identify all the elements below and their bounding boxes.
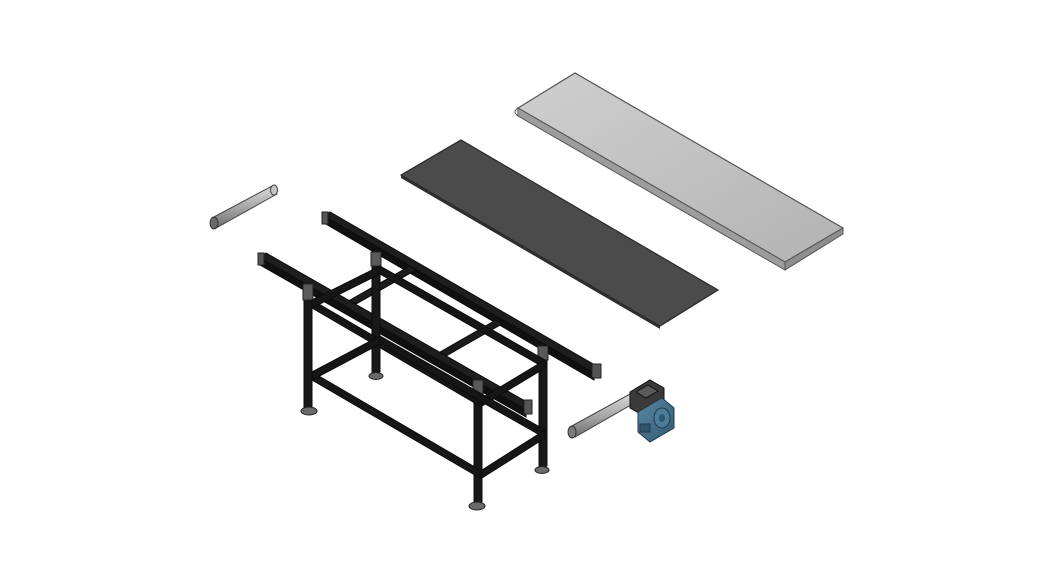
gear-motor	[629, 379, 675, 443]
conveyor-frame	[257, 211, 602, 511]
drive-roller	[567, 393, 637, 439]
belt	[399, 139, 720, 329]
idler-roller	[209, 184, 278, 230]
slider-bed	[514, 72, 845, 271]
